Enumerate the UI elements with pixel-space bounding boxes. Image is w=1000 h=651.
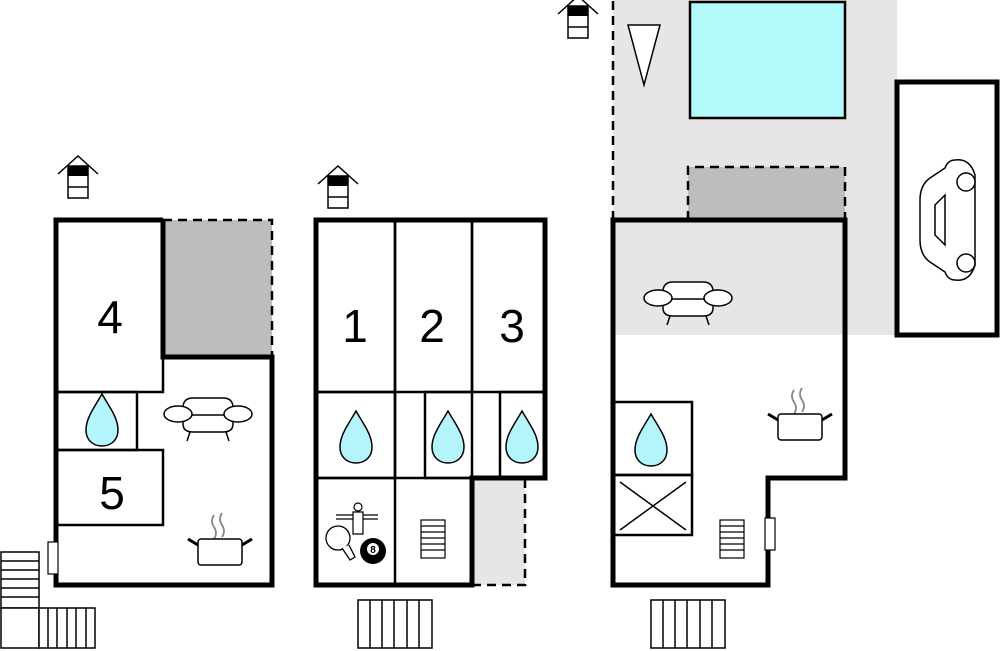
garage [894, 79, 1000, 338]
room-label-2: 2 [419, 300, 445, 352]
swimming-pool [688, 0, 847, 120]
water-drop-icon [339, 410, 373, 464]
terrace-boundary [472, 478, 527, 587]
stairs-icon [719, 519, 745, 559]
entrance-house-icon [557, 0, 599, 39]
entrance-house-icon [57, 155, 99, 199]
terrace-boundary [163, 218, 274, 357]
stairs-icon [420, 519, 446, 559]
exterior-wall [610, 217, 848, 588]
utility-room [611, 473, 694, 537]
door [764, 517, 776, 551]
stairs [0, 551, 96, 649]
billiard-ball-icon: 8 [360, 538, 386, 564]
room-label-5: 5 [99, 467, 125, 519]
car-icon [919, 159, 976, 281]
entrance-house-icon [317, 165, 359, 209]
door [47, 541, 59, 575]
kitchen-pot-icon [766, 386, 834, 442]
table-tennis-paddle-icon [325, 525, 356, 561]
sofa-icon [163, 397, 253, 442]
building-right [557, 0, 1000, 649]
game-room-icons: 8 [325, 502, 386, 564]
building-middle: 1 2 3 8 [313, 165, 548, 649]
building-left: 4 5 [0, 155, 275, 649]
billiard-ball-number: 8 [370, 545, 376, 556]
room-label-3: 3 [499, 300, 525, 352]
covered-terrace [688, 167, 845, 220]
kitchen-pot-icon [186, 511, 254, 567]
water-drop-icon [431, 410, 465, 464]
water-drop-icon [634, 413, 668, 467]
bedroom-5 [54, 448, 165, 527]
table-football-icon [336, 502, 378, 535]
room-label-4: 4 [97, 291, 123, 343]
water-drop-icon [85, 393, 119, 447]
stairs [650, 599, 726, 649]
bathroom [498, 390, 547, 480]
stairs [357, 599, 433, 649]
water-drop-icon [505, 410, 539, 464]
terrace [472, 478, 525, 585]
room-label-1: 1 [342, 300, 368, 352]
covered-terrace [163, 220, 272, 357]
parasol-icon [627, 24, 661, 88]
